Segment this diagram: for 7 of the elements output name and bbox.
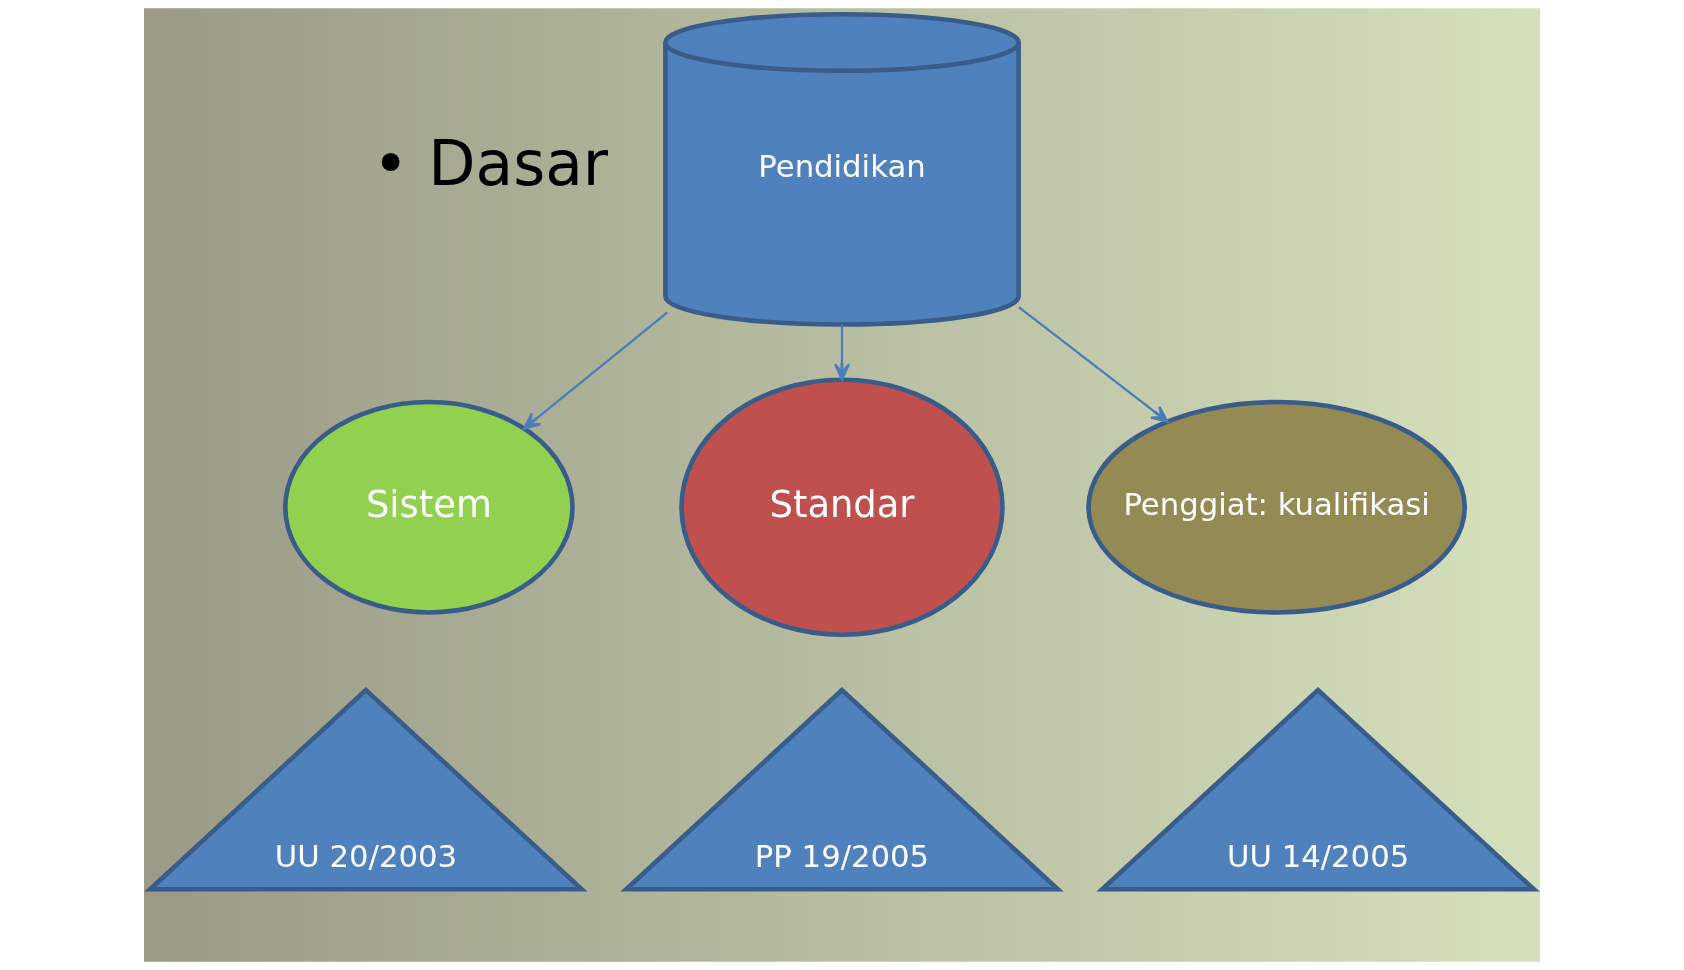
label: • Dasar <box>372 127 609 199</box>
arrow <box>523 311 669 430</box>
node-ellipse: Penggiat: kualifikasi <box>1086 399 1468 615</box>
arrow <box>1018 306 1169 423</box>
arrow <box>833 324 851 381</box>
node-ellipse: Standar <box>679 377 1005 638</box>
node-ellipse: Sistem <box>283 399 575 615</box>
